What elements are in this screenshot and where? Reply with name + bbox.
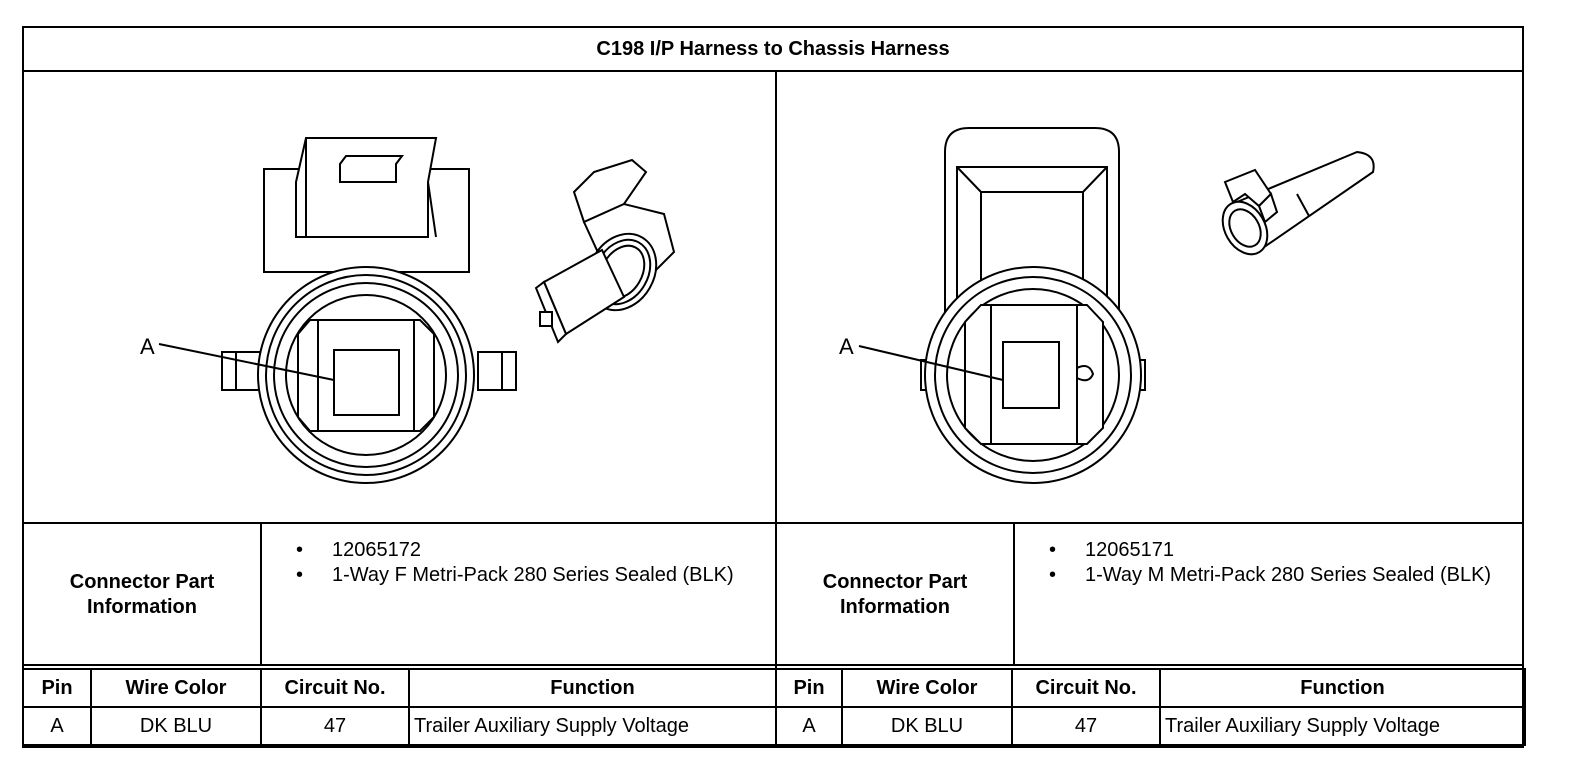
left-part-description: 1-Way F Metri-Pack 280 Series Sealed (BL… — [284, 563, 752, 588]
table-row: A DK BLU 47 Trailer Auxiliary Supply Vol… — [22, 706, 777, 746]
table-header-row: Pin Wire Color Circuit No. Function — [775, 668, 1526, 708]
cell-circuit-no: 47 — [1011, 706, 1161, 746]
cell-function: Trailer Auxiliary Supply Voltage — [1159, 706, 1526, 746]
left-callout-label: A — [140, 334, 155, 359]
table-row: A DK BLU 47 Trailer Auxiliary Supply Vol… — [775, 706, 1526, 746]
cell-pin: A — [775, 706, 843, 746]
header-wire-color: Wire Color — [841, 668, 1013, 708]
cell-wire-color: DK BLU — [90, 706, 262, 746]
male-connector-isometric-icon — [1221, 150, 1375, 256]
header-circuit-no: Circuit No. — [260, 668, 410, 708]
female-connector-isometric-icon — [534, 158, 676, 344]
right-info-separator — [1013, 524, 1015, 666]
header-function: Function — [1159, 668, 1526, 708]
center-divider — [775, 72, 777, 748]
header-wire-color: Wire Color — [90, 668, 262, 708]
header-function: Function — [408, 668, 777, 708]
right-part-number: 12065171 — [1037, 538, 1505, 563]
right-illustration: A — [777, 72, 1524, 524]
right-part-list: 12065171 1-Way M Metri-Pack 280 Series S… — [1037, 538, 1505, 588]
left-illustration: A — [24, 72, 775, 524]
header-circuit-no: Circuit No. — [1011, 668, 1161, 708]
cell-circuit-no: 47 — [260, 706, 410, 746]
left-part-list: 12065172 1-Way F Metri-Pack 280 Series S… — [284, 538, 752, 588]
connector-sheet: C198 I/P Harness to Chassis Harness — [22, 26, 1526, 748]
header-pin: Pin — [22, 668, 92, 708]
table-header-row: Pin Wire Color Circuit No. Function — [22, 668, 777, 708]
header-pin: Pin — [775, 668, 843, 708]
page-title: C198 I/P Harness to Chassis Harness — [24, 28, 1522, 72]
right-callout-label: A — [839, 334, 854, 359]
right-part-description: 1-Way M Metri-Pack 280 Series Sealed (BL… — [1037, 563, 1505, 588]
left-pin-table: Pin Wire Color Circuit No. Function A DK… — [22, 668, 777, 746]
left-part-number: 12065172 — [284, 538, 752, 563]
info-divider — [24, 664, 1522, 666]
left-info-separator — [260, 524, 262, 666]
cell-wire-color: DK BLU — [841, 706, 1013, 746]
cell-pin: A — [22, 706, 92, 746]
illustration-divider — [24, 522, 1522, 524]
male-connector-face-icon: A — [839, 127, 1146, 484]
cell-function: Trailer Auxiliary Supply Voltage — [408, 706, 777, 746]
female-connector-face-icon: A — [140, 137, 517, 484]
right-pin-table: Pin Wire Color Circuit No. Function A DK… — [775, 668, 1526, 746]
